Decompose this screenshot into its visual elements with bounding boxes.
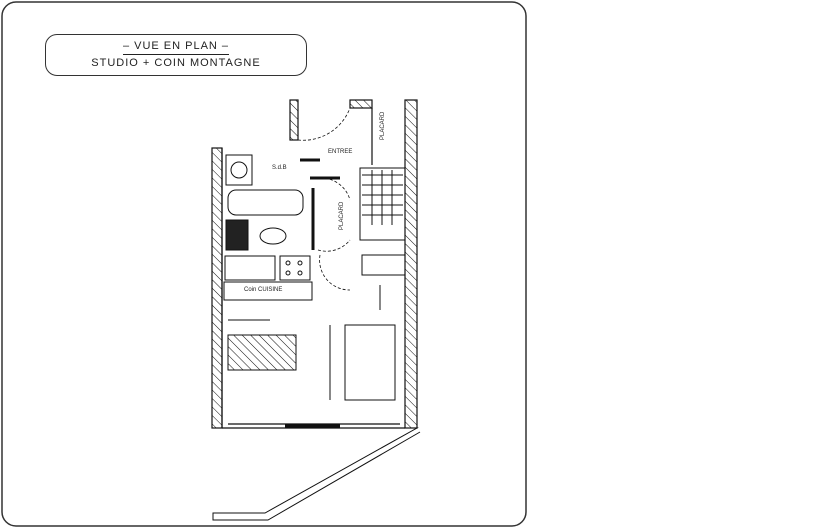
walls xyxy=(211,99,418,429)
closet-and-shower xyxy=(359,167,406,310)
balcony xyxy=(212,427,421,521)
living-room xyxy=(227,319,396,428)
plan-title: – VUE EN PLAN – xyxy=(122,38,230,55)
label-cuisine: Coin CUISINE xyxy=(244,287,283,293)
plan-subtitle: STUDIO + COIN MONTAGNE xyxy=(91,57,261,69)
label-sdb: S.d.B xyxy=(272,165,287,171)
plan-title-box: – VUE EN PLAN – STUDIO + COIN MONTAGNE xyxy=(45,34,307,76)
label-placard-2: PLACARD xyxy=(339,201,345,230)
label-entree: ENTREE xyxy=(328,149,353,155)
doors xyxy=(297,107,351,291)
kitchen xyxy=(223,255,313,301)
label-placard-1: PLACARD xyxy=(380,111,386,140)
frame-border xyxy=(1,1,527,527)
